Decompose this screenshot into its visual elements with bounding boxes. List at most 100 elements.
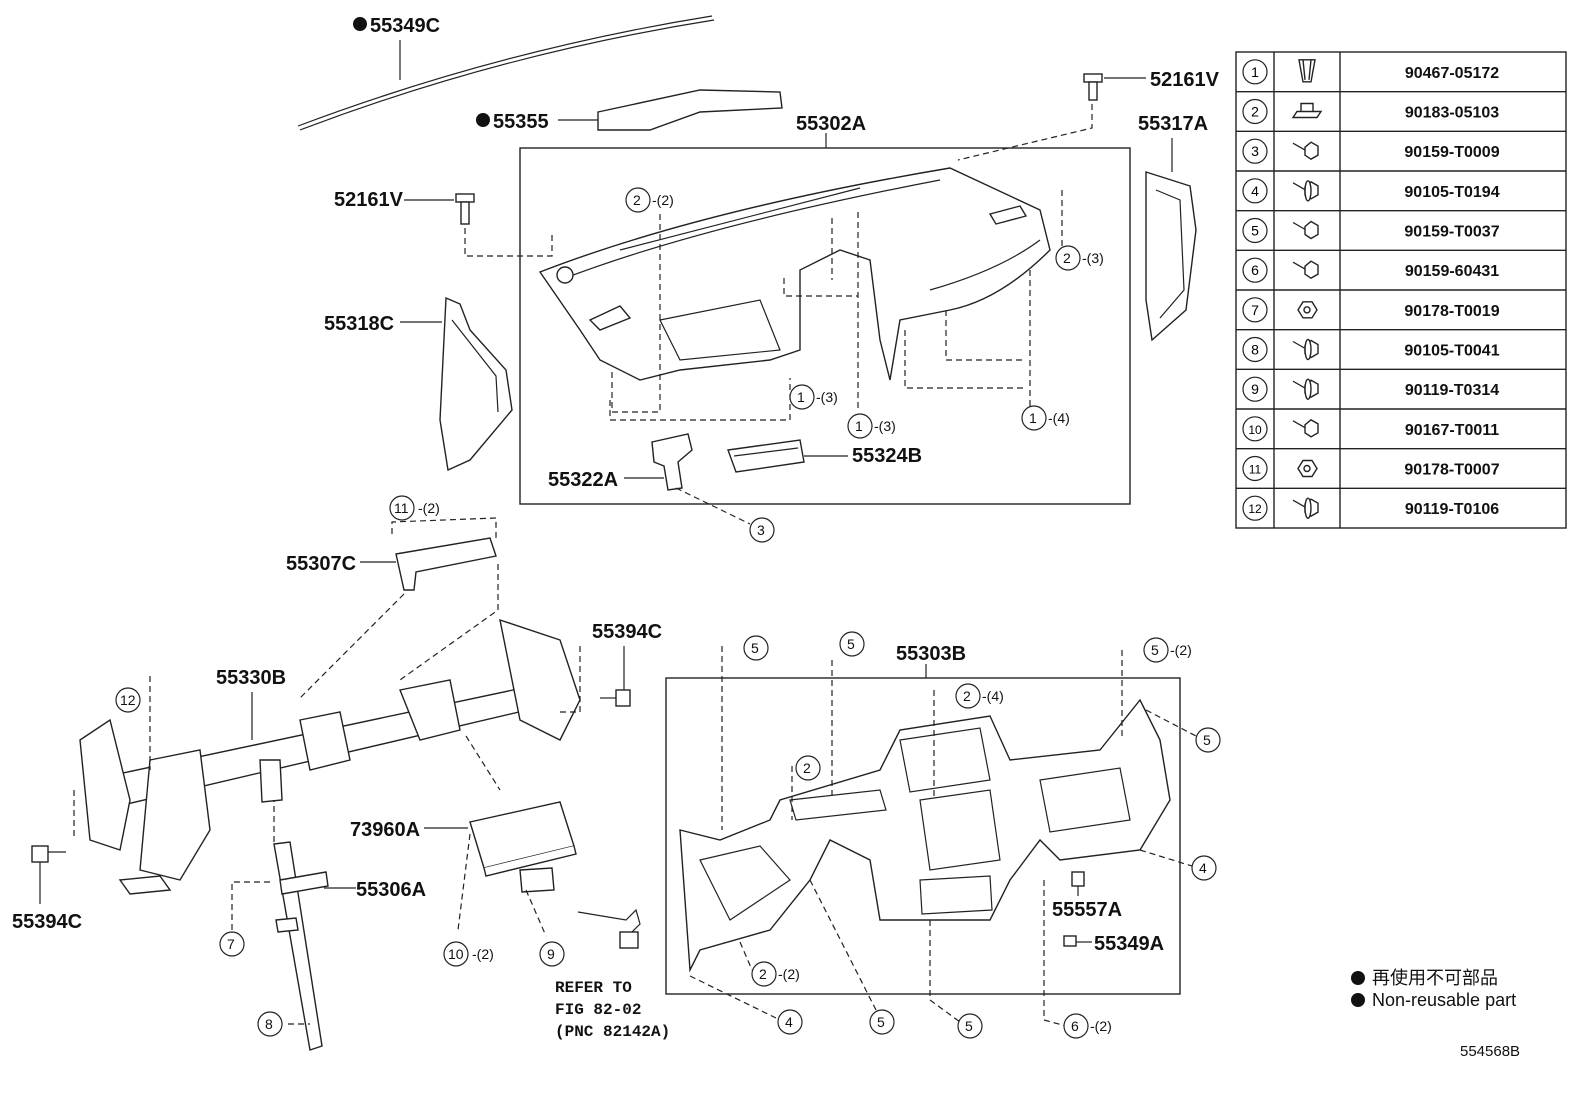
bolt-icon (1292, 338, 1319, 361)
screw-icon (1292, 260, 1319, 279)
fastener-number: 11 (1249, 463, 1262, 477)
part-52161V-top: 52161V (957, 69, 1220, 161)
svg-text:8: 8 (265, 1016, 273, 1032)
nut-clip-icon (1291, 102, 1323, 119)
fastener-row: 11 90178-T0007 (1242, 455, 1500, 482)
part-55318C: 55318C (324, 296, 513, 472)
callout-2-4: 2 -(4) (955, 683, 1004, 709)
screw-icon (1292, 220, 1319, 240)
label-55322A: 55322A (548, 469, 618, 491)
label-55302A: 55302A (796, 113, 866, 135)
label-55324B: 55324B (852, 445, 922, 467)
svg-text:-(4): -(4) (982, 688, 1004, 704)
fastener-number-circle (1242, 178, 1268, 204)
svg-text:-(4): -(4) (1048, 410, 1070, 426)
legend-jp: 再使用不可部品 (1372, 968, 1498, 988)
svg-text:-(2): -(2) (778, 966, 800, 982)
callout-2-2: 2 -(2) (625, 187, 674, 213)
callout-5b: 5 (839, 631, 865, 657)
fastener-number-circle (1242, 416, 1268, 442)
callout-11-2: 11 -(2) (389, 495, 440, 521)
refer-line-1: REFER TO (555, 979, 632, 997)
part-55394C-left: 55394C (12, 845, 82, 933)
callout-9: 9 (539, 941, 565, 967)
svg-text:5: 5 (877, 1014, 885, 1030)
part-55306A: 55306A (231, 800, 426, 1051)
fastener-number-circle (1242, 455, 1268, 482)
harness-reference: REFER TO FIG 82-02 (PNC 82142A) (555, 908, 670, 1041)
part-55349A: 55349A (1063, 933, 1164, 955)
bolt-icon (1292, 180, 1319, 202)
label-52161V-left: 52161V (334, 189, 404, 211)
fastener-number-circle (1242, 138, 1268, 164)
callout-4b: 4 (777, 1009, 803, 1035)
label-55317A: 55317A (1138, 113, 1208, 135)
fastener-number-circle (1242, 297, 1268, 323)
fastener-part-number: 90178-T0007 (1404, 462, 1499, 479)
screw-icon (1292, 141, 1319, 160)
fastener-number: 7 (1251, 302, 1259, 318)
part-55394C-top: 55394C (556, 621, 662, 713)
fastener-part-number: 90159-T0037 (1404, 224, 1499, 241)
fastener-number: 2 (1251, 104, 1259, 120)
svg-text:9: 9 (547, 946, 555, 962)
svg-text:7: 7 (227, 936, 235, 952)
label-55303B: 55303B (896, 643, 966, 665)
callout-2-2b: 2 -(2) (751, 961, 800, 987)
fastener-row: 9 90119-T0314 (1242, 376, 1499, 402)
svg-text:2: 2 (633, 192, 641, 208)
part-55322A: 55322A (548, 433, 751, 525)
svg-text:5: 5 (965, 1018, 973, 1034)
label-55330B: 55330B (216, 667, 286, 689)
fastener-part-number: 90119-T0106 (1405, 501, 1499, 518)
label-55394C-left: 55394C (12, 911, 82, 933)
fastener-part-number: 90105-T0194 (1404, 184, 1499, 201)
bolt-icon (1292, 497, 1319, 519)
callout-5c: 5 (1195, 727, 1221, 753)
svg-text:4: 4 (1199, 860, 1207, 876)
svg-text:6: 6 (1071, 1018, 1079, 1034)
label-52161V-top: 52161V (1150, 69, 1220, 91)
callout-10-2: 10 -(2) (443, 941, 494, 967)
fastener-number: 1 (1251, 64, 1259, 80)
diagram-code: 554568B (1460, 1043, 1520, 1060)
legend: 再使用不可部品 Non-reusable part (1351, 968, 1516, 1010)
callout-1-3a: 1 -(3) (789, 384, 838, 410)
svg-text:12: 12 (120, 692, 136, 708)
label-73960A: 73960A (350, 819, 420, 841)
label-55349A: 55349A (1094, 933, 1164, 955)
bolt-icon (1292, 378, 1319, 400)
nut-icon (1297, 459, 1318, 478)
label-55349C: 55349C (370, 15, 440, 37)
part-52161V-left: 52161V (334, 189, 553, 257)
part-55302A-pad (538, 167, 1051, 381)
callout-6-2: 6 -(2) (1063, 1013, 1112, 1039)
callout-5-2: 5 -(2) (1143, 637, 1192, 663)
label-55306A: 55306A (356, 879, 426, 901)
fastener-number: 4 (1251, 183, 1259, 199)
svg-text:-(2): -(2) (652, 192, 674, 208)
nut-icon (1297, 301, 1318, 319)
fastener-number-circle (1242, 98, 1268, 125)
fastener-part-number: 90119-T0314 (1405, 382, 1499, 399)
callout-3: 3 (749, 517, 775, 543)
svg-text:5: 5 (751, 640, 759, 656)
fastener-number-circle (1242, 257, 1268, 283)
frame-55303B (665, 677, 1181, 995)
svg-text:5: 5 (1151, 642, 1159, 658)
svg-text:2: 2 (963, 688, 971, 704)
fastener-number: 9 (1251, 381, 1259, 397)
callout-1-3b: 1 -(3) (847, 413, 896, 439)
fastener-number: 6 (1251, 262, 1259, 278)
fastener-number-circle (1242, 336, 1268, 363)
svg-text:2: 2 (759, 966, 767, 982)
